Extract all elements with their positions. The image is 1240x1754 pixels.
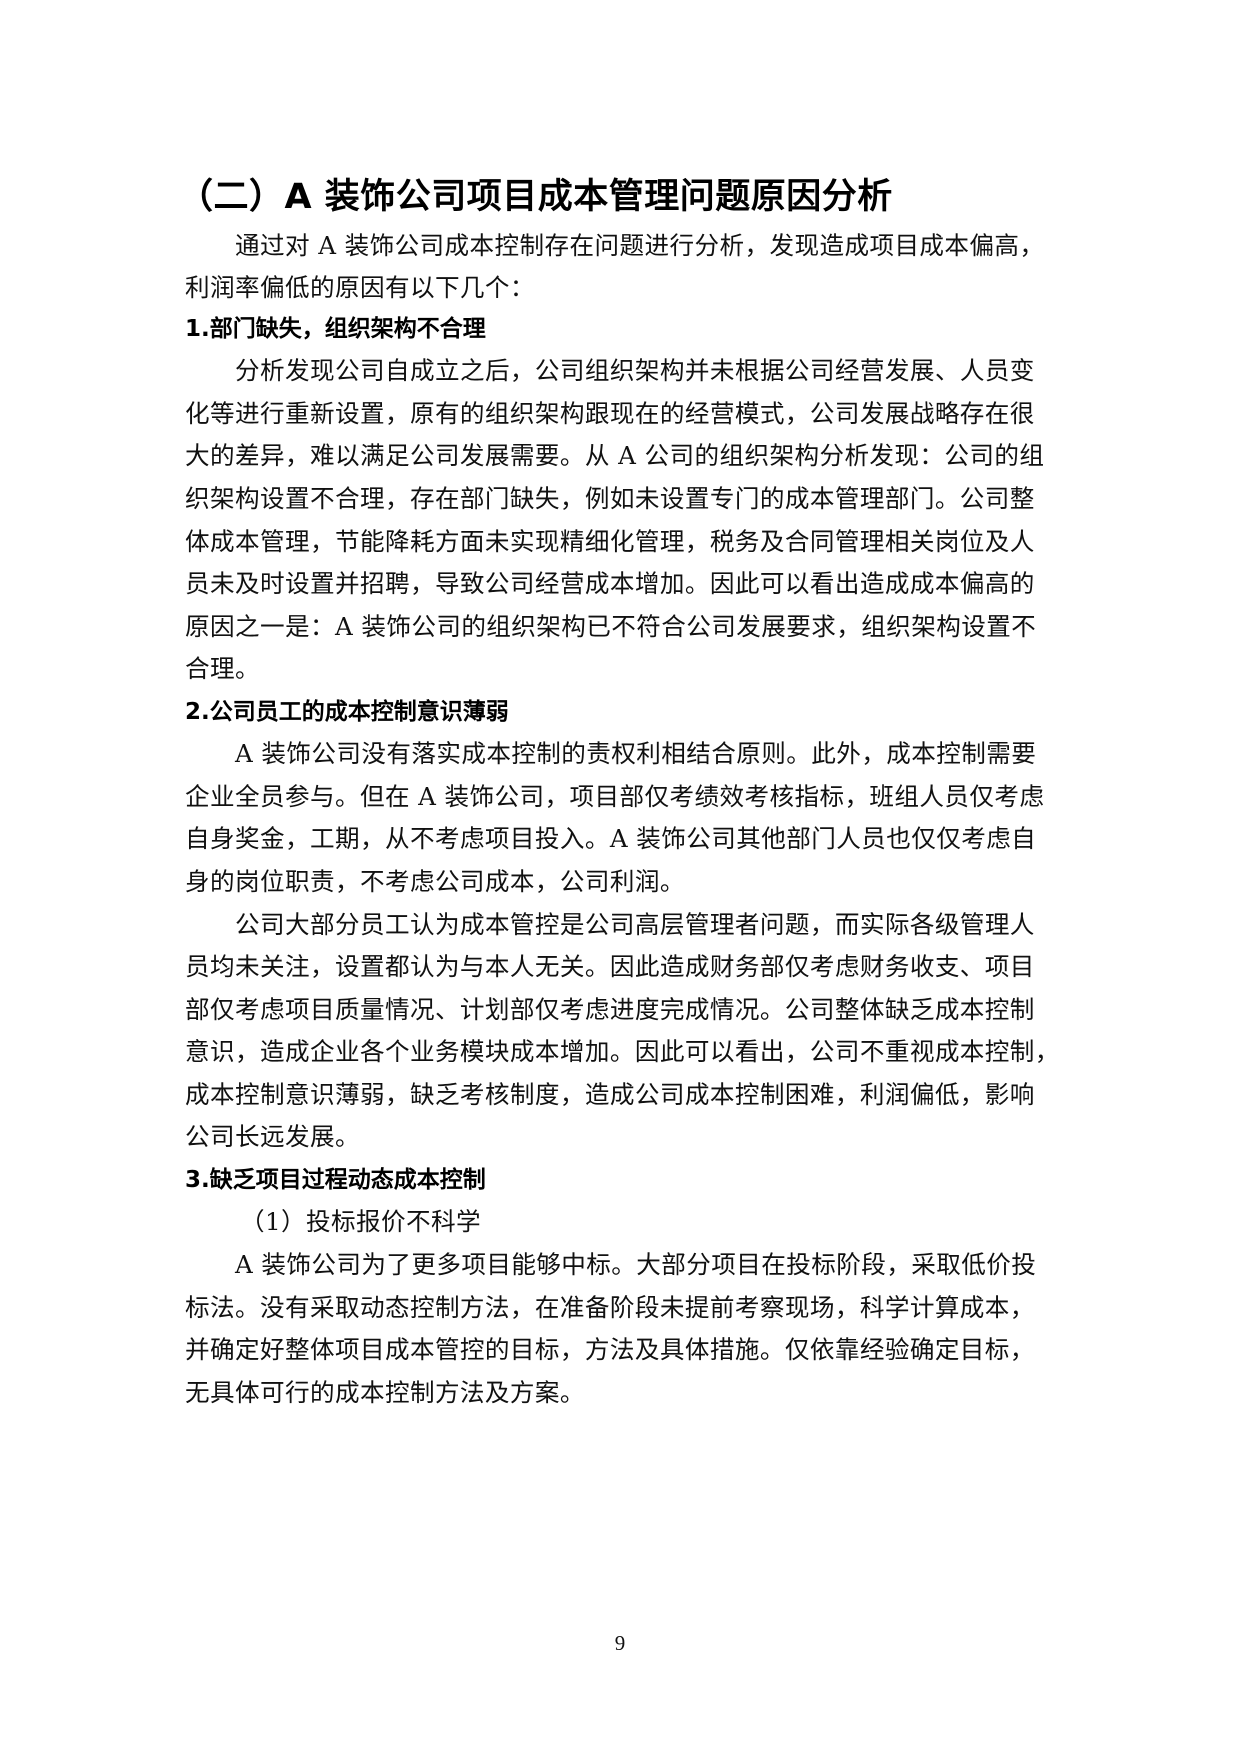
paragraph-line: A 装饰公司为了更多项目能够中标。大部分项目在投标阶段，采取低价投 — [235, 1250, 1037, 1279]
paragraph-line: A 装饰公司没有落实成本控制的责权利相结合原则。此外，成本控制需要 — [235, 739, 1037, 768]
paragraph-line: 公司大部分员工认为成本管控是公司高层管理者问题，而实际各级管理人 — [235, 910, 1035, 939]
paragraph-line: 员未及时设置并招聘，导致公司经营成本增加。因此可以看出造成成本偏高的 — [185, 569, 1035, 598]
section-heading-2: 2.公司员工的成本控制意识薄弱 — [185, 699, 509, 725]
section-heading-1: 1.部门缺失，组织架构不合理 — [185, 316, 486, 342]
paragraph-line: 织架构设置不合理，存在部门缺失，例如未设置专门的成本管理部门。公司整 — [185, 484, 1035, 513]
paragraph-line: 体成本管理，节能降耗方面未实现精细化管理，税务及合同管理相关岗位及人 — [185, 527, 1035, 556]
paragraph-line: 员均未关注，设置都认为与本人无关。因此造成财务部仅考虑财务收支、项目 — [185, 952, 1035, 981]
paragraph-line: 分析发现公司自成立之后，公司组织架构并未根据公司经营发展、人员变 — [235, 356, 1035, 385]
paragraph-line: 原因之一是：A 装饰公司的组织架构已不符合公司发展要求，组织架构设置不 — [185, 612, 1037, 641]
section-title: （二）A 装饰公司项目成本管理问题原因分析 — [178, 177, 893, 217]
paragraph-line: 公司长远发展。 — [185, 1122, 360, 1151]
paragraph-line: 无具体可行的成本控制方法及方案。 — [185, 1378, 585, 1407]
section-heading-3: 3.缺乏项目过程动态成本控制 — [185, 1167, 486, 1193]
paragraph-line: 身的岗位职责，不考虑公司成本，公司利润。 — [185, 867, 685, 896]
paragraph-line: 化等进行重新设置，原有的组织架构跟现在的经营模式，公司发展战略存在很 — [185, 399, 1035, 428]
paragraph-line: 自身奖金，工期，从不考虑项目投入。A 装饰公司其他部门人员也仅仅考虑自 — [185, 824, 1037, 853]
paragraph-line: 部仅考虑项目质量情况、计划部仅考虑进度完成情况。公司整体缺乏成本控制 — [185, 995, 1035, 1024]
paragraph-line: 大的差异，难以满足公司发展需要。从 A 公司的组织架构分析发现：公司的组 — [185, 441, 1045, 470]
subheading: （1）投标报价不科学 — [240, 1207, 481, 1236]
paragraph-line: 企业全员参与。但在 A 装饰公司，项目部仅考绩效考核指标，班组人员仅考虑 — [185, 782, 1045, 811]
paragraph-line: 成本控制意识薄弱，缺乏考核制度，造成公司成本控制困难，利润偏低，影响 — [185, 1080, 1035, 1109]
paragraph-line: 标法。没有采取动态控制方法，在准备阶段未提前考察现场，科学计算成本， — [185, 1293, 1035, 1322]
paragraph-line: 合理。 — [185, 654, 260, 683]
paragraph-line: 并确定好整体项目成本管控的目标，方法及具体措施。仅依靠经验确定目标， — [185, 1335, 1035, 1364]
intro-line: 利润率偏低的原因有以下几个： — [185, 273, 535, 302]
intro-line: 通过对 A 装饰公司成本控制存在问题进行分析，发现造成项目成本偏高， — [235, 231, 1045, 260]
page-number: 9 — [614, 1631, 626, 1655]
paragraph-line: 意识，造成企业各个业务模块成本增加。因此可以看出，公司不重视成本控制， — [185, 1037, 1060, 1066]
